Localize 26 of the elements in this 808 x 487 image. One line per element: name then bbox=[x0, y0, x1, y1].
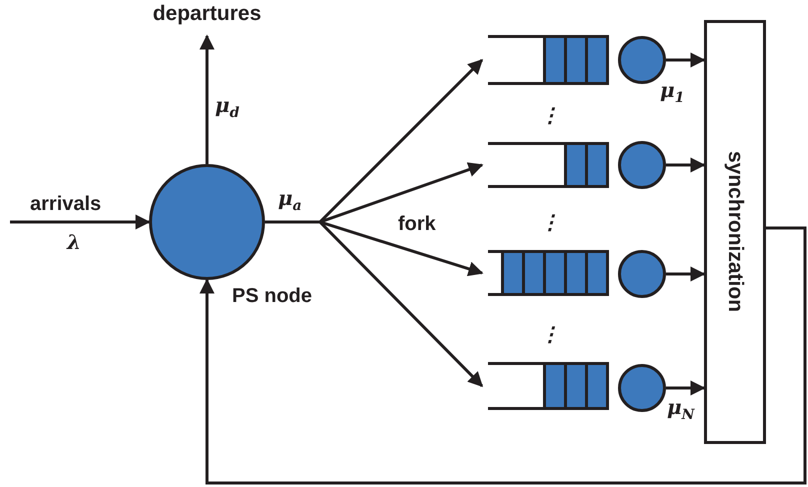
arrow bbox=[666, 266, 706, 282]
rate-label: μ$_{N}$ bbox=[667, 395, 694, 423]
arrow bbox=[265, 220, 484, 388]
ellipsis-mark: ⋮ bbox=[540, 103, 560, 127]
synchronization-box bbox=[704, 20, 766, 444]
fork-label: fork bbox=[398, 213, 436, 236]
edge-label: arrivals bbox=[30, 193, 102, 216]
rate-label: λ bbox=[67, 230, 82, 254]
ellipsis-mark: ⋮ bbox=[540, 210, 560, 234]
rate-label: μ$_{a}$ bbox=[278, 186, 302, 214]
arrow bbox=[200, 226, 806, 484]
ellipsis-mark: ⋮ bbox=[540, 322, 560, 346]
flow-label: departures bbox=[147, 2, 267, 30]
node-caption: PS node bbox=[232, 285, 312, 308]
server-circle bbox=[618, 250, 666, 298]
rate-label: μ$_{1}$ bbox=[660, 78, 684, 106]
box-label: synchronization bbox=[723, 151, 747, 313]
server-circle bbox=[618, 141, 666, 189]
arrow bbox=[666, 158, 706, 172]
server-circle bbox=[618, 364, 666, 412]
arrow bbox=[200, 34, 214, 164]
rate-label: μ$_{d}$ bbox=[215, 93, 240, 121]
arrow bbox=[10, 214, 150, 230]
arrow bbox=[666, 380, 706, 396]
server-circle bbox=[618, 36, 666, 84]
arrow bbox=[666, 52, 706, 68]
